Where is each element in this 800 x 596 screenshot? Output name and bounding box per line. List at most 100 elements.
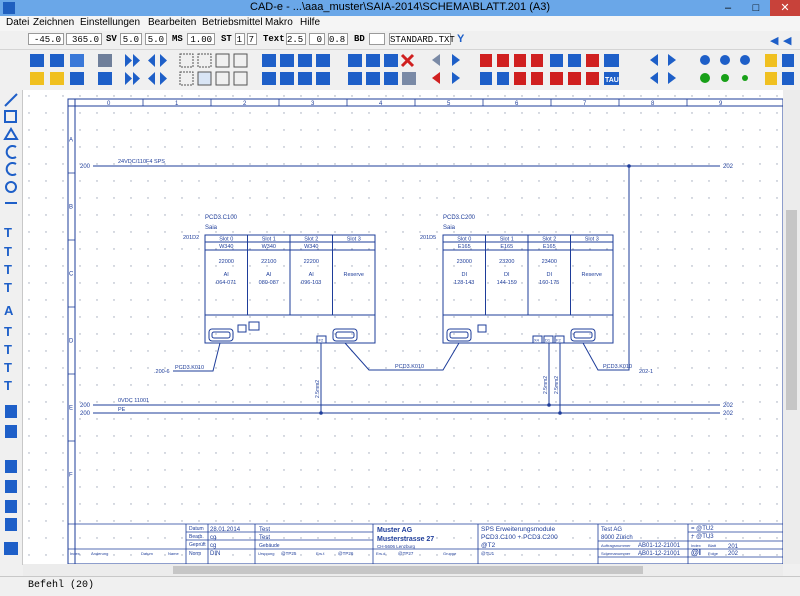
- sv-field-2[interactable]: 5.0: [145, 33, 167, 45]
- text-tool-icon[interactable]: T: [4, 225, 12, 240]
- slot-address: 064-071: [216, 280, 236, 286]
- tb-doc-title3: @T2: [481, 542, 496, 549]
- menu-zeichnen[interactable]: Zeichnen: [33, 17, 75, 28]
- y-coord-field[interactable]: 365.0: [66, 33, 102, 45]
- collapse-left-icon[interactable]: ◀: [770, 35, 779, 47]
- slot-kind: AI: [309, 272, 315, 278]
- tb-bottom-datum: Datum: [141, 551, 153, 556]
- parameter-bar: -45.0 365.0 SV 5.0 5.0 MS 1.00 ST 1 7 Te…: [0, 31, 800, 50]
- arrow-icon[interactable]: [650, 54, 676, 84]
- slot-code: 23400: [542, 259, 557, 265]
- horizontal-scroll-thumb[interactable]: [173, 566, 643, 574]
- grid-icon[interactable]: [179, 53, 248, 86]
- bd-label: BD: [354, 34, 365, 44]
- menu-hilfe[interactable]: Hilfe: [300, 17, 321, 28]
- slot-header: Slot 1: [500, 237, 514, 243]
- tb-bottom-ers-v: @TP26: [338, 551, 354, 556]
- nav-first-icon[interactable]: [125, 54, 140, 85]
- text-height-field[interactable]: 2.5: [286, 33, 306, 45]
- column-label: 1: [175, 101, 179, 107]
- delete-icon[interactable]: [400, 53, 416, 85]
- tb-gepr: cg: [210, 543, 216, 549]
- filter-tool-icon[interactable]: [4, 542, 18, 555]
- symbol2-tool-icon[interactable]: [5, 425, 17, 438]
- undo-icon[interactable]: [432, 54, 440, 84]
- command-status: Befehl (20): [28, 580, 95, 591]
- zoom-icon[interactable]: [262, 54, 330, 85]
- open-icon[interactable]: [30, 54, 44, 85]
- menu-makro[interactable]: Makro: [265, 17, 293, 28]
- rotate-icon[interactable]: [348, 54, 398, 85]
- save-icon[interactable]: [50, 54, 84, 85]
- plc2-module[interactable]: PCD3.C200 Saia 201D5 Slot 0E16523000DI12…: [420, 215, 614, 344]
- tb-norm: DIN: [210, 551, 220, 557]
- tau-icon[interactable]: TAU: [604, 54, 619, 85]
- column-label: 3: [311, 101, 315, 107]
- plc2-terminal-d1: D1: [545, 338, 551, 343]
- text3-tool-icon[interactable]: T: [4, 262, 12, 277]
- symbol5-tool-icon[interactable]: [5, 500, 17, 513]
- rect-tool-icon[interactable]: [4, 110, 17, 123]
- font-file-field[interactable]: STANDARD.TXT: [389, 33, 455, 45]
- slot-code: 22200: [304, 259, 319, 265]
- st-field-2[interactable]: 7: [247, 33, 257, 45]
- menu-einstellungen[interactable]: Einstellungen: [80, 17, 141, 28]
- title-bar: CAD-e - ...\aaa_muster\SAIA-2014\SCHEMA\…: [0, 0, 800, 16]
- side-tool-icon[interactable]: [765, 54, 794, 85]
- close-button[interactable]: ✕: [770, 0, 800, 16]
- plc1-module[interactable]: PCD3.C100 Saia 201D2 Slot 0W34022000AI06…: [183, 215, 376, 344]
- ts4-tool-icon[interactable]: T: [4, 378, 12, 393]
- plc2-sub: Saia: [443, 225, 456, 231]
- vertical-scrollbar[interactable]: [783, 90, 800, 564]
- minimize-button[interactable]: –: [724, 2, 732, 14]
- maximize-button[interactable]: □: [752, 2, 760, 14]
- x-coord-field[interactable]: -45.0: [28, 33, 64, 45]
- ts-tool-icon[interactable]: T: [4, 324, 12, 339]
- st-field-1[interactable]: 1: [235, 33, 245, 45]
- symbol3-tool-icon[interactable]: [5, 460, 17, 473]
- print-icon[interactable]: [98, 54, 112, 85]
- slot-type: E165: [543, 244, 556, 250]
- line-tool-icon[interactable]: [4, 93, 18, 107]
- tb-bottom-ersd: Ers.d.: [376, 551, 386, 556]
- triangle-tool-icon[interactable]: [3, 127, 19, 140]
- sv-field-1[interactable]: 5.0: [120, 33, 142, 45]
- nav-prev-icon[interactable]: [148, 54, 167, 85]
- text-ratio-field[interactable]: 0.8: [328, 33, 348, 45]
- contact-icon[interactable]: [480, 54, 543, 85]
- symbol4-tool-icon[interactable]: [5, 480, 17, 493]
- tb-bearb: cg: [210, 535, 216, 541]
- slot-address: 144-159: [497, 280, 517, 286]
- slot-header: Slot 1: [262, 237, 276, 243]
- terminal-icon[interactable]: [550, 54, 599, 85]
- arc-tool-icon[interactable]: [5, 145, 17, 159]
- circle-tool-icon[interactable]: [5, 181, 17, 193]
- ms-field[interactable]: 1.00: [187, 33, 215, 45]
- menu-betriebsmittel[interactable]: Betriebsmittel: [202, 17, 263, 28]
- arc2-tool-icon[interactable]: [5, 162, 17, 176]
- symbol-tool-icon[interactable]: [5, 405, 17, 418]
- tb-project2: Test: [259, 535, 270, 541]
- column-label: 6: [515, 101, 519, 107]
- symbol6-tool-icon[interactable]: [5, 518, 17, 531]
- text-angle-field[interactable]: 0: [309, 33, 325, 45]
- vertical-scroll-thumb[interactable]: [786, 210, 797, 410]
- tb-bearb-label: Bearb.: [189, 534, 204, 540]
- text2-tool-icon[interactable]: T: [4, 244, 12, 259]
- attribute-tool-icon[interactable]: A: [4, 303, 14, 318]
- redo-icon[interactable]: [452, 54, 460, 84]
- text4-tool-icon[interactable]: T: [4, 280, 12, 295]
- tb-datum-label: Datum: [189, 526, 204, 532]
- ts2-tool-icon[interactable]: T: [4, 342, 12, 357]
- bd-field[interactable]: [369, 33, 385, 45]
- menu-bearbeiten[interactable]: Bearbeiten: [148, 17, 197, 28]
- slot-kind: AI: [266, 272, 272, 278]
- rail-0v-left-ref: 200: [80, 403, 91, 409]
- filter-icon[interactable]: Y: [457, 33, 465, 45]
- circle-icon[interactable]: [700, 55, 750, 83]
- ts3-tool-icon[interactable]: T: [4, 360, 12, 375]
- expand-right-icon[interactable]: ◀: [783, 35, 792, 47]
- menu-datei[interactable]: Datei: [6, 17, 30, 28]
- horizontal-scrollbar[interactable]: [23, 564, 783, 576]
